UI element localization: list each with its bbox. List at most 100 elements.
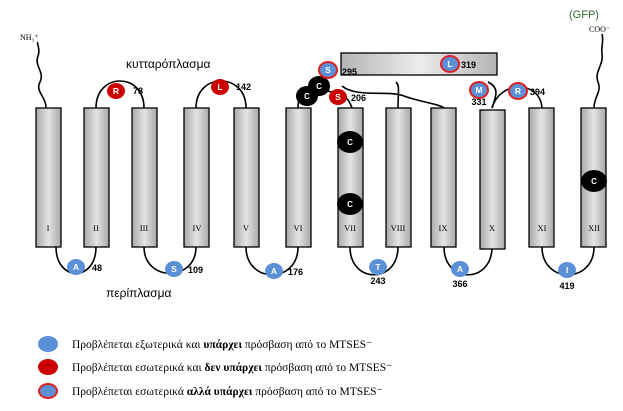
legend-row-inside-accessible: Προβλέπεται εσωτερικά αλλά υπάρχει πρόσβ… (38, 380, 383, 402)
helix-label: VIII (391, 223, 406, 233)
residue-number: 243 (370, 276, 385, 286)
cysteine-label: C (316, 82, 322, 91)
residue-R394: R 394 (508, 82, 545, 100)
residue-dot (211, 79, 229, 95)
c-terminal-tail (593, 33, 604, 109)
residue-S295: S 295 (318, 61, 357, 79)
helix-label: IX (439, 223, 448, 233)
cysteine-dot (337, 131, 363, 153)
residue-letter: I (566, 265, 568, 275)
periplasm-label: περίπλασμα (106, 286, 171, 300)
legend-text: Προβλέπεται εσωτερικά αλλά υπάρχει πρόσβ… (72, 384, 383, 398)
residue-number: 78 (133, 86, 143, 96)
helix-label: VII (344, 223, 356, 233)
residue-dot (369, 259, 387, 275)
residue-number: 366 (452, 279, 467, 289)
helix-label: XI (538, 223, 547, 233)
residue-dot (451, 261, 469, 277)
cysteine-markers: C C C C C (296, 76, 607, 215)
n-terminal-tail (36, 41, 47, 109)
legend-text-bold: αλλά υπάρχει (186, 386, 253, 398)
residue-dot (165, 261, 183, 277)
loop-ix-x (443, 246, 493, 276)
helix-label: I (47, 223, 50, 233)
helix-label: II (93, 223, 99, 233)
helix-label: IV (193, 223, 203, 233)
residue-L142: L 142 (211, 79, 251, 95)
residue-dot (558, 262, 576, 278)
legend-text-post: πρόσβαση από το MTSES⁻ (242, 339, 373, 351)
helix-label: X (489, 223, 495, 233)
legend-text: Προβλέπεται εσωτερικά και δεν υπάρχει πρ… (72, 360, 392, 374)
loop-viii-bar (395, 81, 400, 109)
n-terminus-label: NH₃⁺ (20, 33, 39, 42)
helix-label: XII (588, 223, 600, 233)
cysteine-label: C (347, 138, 353, 147)
cysteine-dot (337, 193, 363, 215)
legend-text-post: πρόσβαση από το MTSES⁻ (252, 386, 383, 398)
residue-letter: T (375, 262, 381, 272)
residue-letter: S (325, 65, 331, 75)
legend-text: Προβλέπεται εξωτερικά και υπάρχει πρόσβα… (72, 337, 372, 351)
legend-row-outside: Προβλέπεται εξωτερικά και υπάρχει πρόσβα… (38, 333, 372, 355)
legend-text-pre: Προβλέπεται εξωτερικά και (72, 339, 204, 351)
helix-v (233, 107, 260, 248)
residue-dot (440, 55, 460, 73)
legend-text-post: πρόσβαση από το MTSES⁻ (262, 362, 393, 374)
loop-x-bar (487, 81, 497, 109)
helix-vi (285, 107, 312, 248)
cysteine-label: C (347, 200, 353, 209)
loop-bar-ix (341, 85, 445, 109)
gfp-label: (GFP) (569, 9, 599, 21)
residue-dot (265, 263, 283, 279)
amphipathic-helix-bar (340, 52, 498, 76)
residue-letter: S (171, 264, 177, 274)
helix-iv (183, 107, 210, 248)
cysteine-dot (581, 170, 607, 192)
residue-dot (67, 259, 85, 275)
residue-number: 319 (461, 60, 476, 70)
residue-dot (329, 89, 347, 105)
loop-vii-viii (349, 246, 399, 276)
helix-label: VI (294, 223, 303, 233)
residue-dot (318, 61, 338, 79)
legend-text-pre: Προβλέπεται εσωτερικά (72, 386, 187, 398)
cytoplasm-label: κυτταρόπλασμα (126, 57, 210, 71)
residue-number: 394 (530, 87, 545, 97)
residue-letter: R (515, 86, 521, 96)
residue-letter: L (217, 82, 222, 92)
residue-dot (107, 83, 125, 99)
residue-number: 419 (559, 281, 574, 291)
legend-dot-outside (38, 336, 58, 352)
residue-number: 206 (351, 93, 366, 103)
helix-viii (385, 107, 412, 248)
residue-number: 176 (288, 267, 303, 277)
residue-dot (508, 82, 528, 100)
legend-text-pre: Προβλέπεται εσωτερικά και (72, 362, 205, 374)
residue-letter: L (447, 59, 452, 69)
residue-letter: A (73, 262, 79, 272)
helix-label: V (243, 223, 250, 233)
helix-x (479, 109, 506, 250)
legend-text-bold: δεν υπάρχει (204, 362, 262, 374)
residue-number: 48 (92, 263, 102, 273)
helix-ii (83, 107, 110, 248)
residue-number: 331 (471, 97, 486, 107)
helix-xi (528, 107, 555, 248)
helix-iii (131, 107, 158, 248)
helix-i (35, 107, 62, 248)
cysteine-label: C (591, 177, 597, 186)
cysteine-label: C (304, 92, 310, 101)
helix-ix (430, 107, 457, 248)
helix-label: III (140, 223, 149, 233)
residue-A48: A 48 (67, 259, 102, 275)
c-terminus-label: COO⁻ (589, 25, 610, 34)
residue-number: 295 (342, 67, 357, 77)
residue-T243: T 243 (369, 259, 387, 286)
residue-number: 142 (236, 82, 251, 92)
